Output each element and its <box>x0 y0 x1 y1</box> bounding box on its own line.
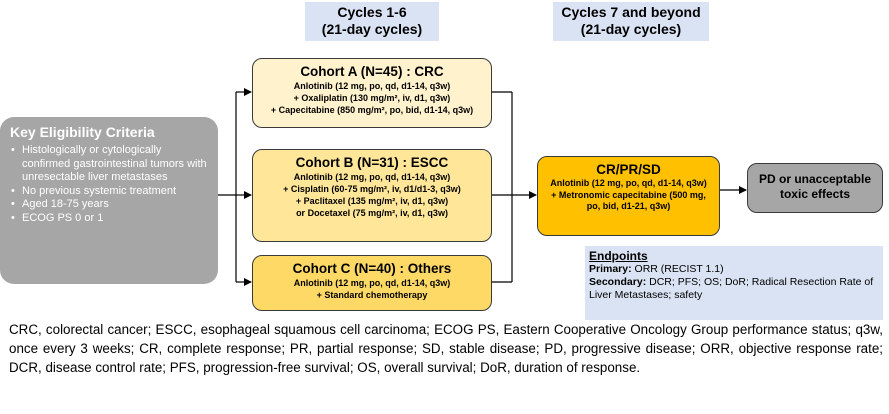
endpoints-box: Endpoints Primary: ORR (RECIST 1.1) Seco… <box>585 246 883 320</box>
eligibility-box: Key Eligibility Criteria Histologically … <box>0 117 218 284</box>
progression-line: toxic effects <box>779 187 851 201</box>
abbreviations-footnote: CRC, colorectal cancer; ESCC, esophageal… <box>9 322 883 376</box>
progression-box: PD or unacceptable toxic effects <box>747 163 883 213</box>
cohort-b-line: + Cisplatin (60-75 mg/m², iv, d1/d1-3, q… <box>283 184 461 194</box>
cohort-c-box: Cohort C (N=40) : Others Anlotinib (12 m… <box>252 255 492 311</box>
cohort-a-line: + Oxaliplatin (130 mg/m², iv, d1, q3w) <box>293 93 451 103</box>
cohort-b-line: Anlotinib (12 mg, po, qd, d1-14, q3w) <box>293 172 451 182</box>
eligibility-title: Key Eligibility Criteria <box>10 124 155 140</box>
cohort-c-title: Cohort C (N=40) : Others <box>292 261 452 276</box>
eligibility-item: Aged 18-75 years <box>11 198 210 212</box>
eligibility-list: Histologically or cytologically confirme… <box>10 144 210 225</box>
response-line: po, bid, d1-21, q3w) <box>586 201 671 211</box>
secondary-text: DCR; PFS; OS; DoR; Radical Resection Rat… <box>589 276 874 301</box>
cohort-c-line: Anlotinib (12 mg, po, qd, d1-14, q3w) <box>293 278 451 288</box>
cohort-a-line: Anlotinib (12 mg, po, qd, d1-14, q3w) <box>293 81 451 91</box>
primary-text: ORR (RECIST 1.1) <box>631 263 724 275</box>
primary-endpoint: Primary: ORR (RECIST 1.1) <box>589 263 880 276</box>
response-box: CR/PR/SD Anlotinib (12 mg, po, qd, d1-14… <box>537 156 720 236</box>
phase-1-subtitle: (21-day cycles) <box>321 21 423 37</box>
cohort-b-line: or Docetaxel (75 mg/m², iv, d1, q3w) <box>296 208 448 218</box>
cohort-a-title: Cohort A (N=45) : CRC <box>300 64 444 79</box>
cohort-b-line: + Paclitaxel (135 mg/m², iv, d1, q3w) <box>295 196 449 206</box>
eligibility-item: ECOG PS 0 or 1 <box>11 212 210 226</box>
phase-cycles-1-6: Cycles 1-6 (21-day cycles) <box>305 2 439 41</box>
phase-2-title: Cycles 7 and beyond <box>561 4 701 20</box>
progression-line: PD or unacceptable <box>758 172 872 186</box>
phase-cycles-7-beyond: Cycles 7 and beyond (21-day cycles) <box>553 2 709 41</box>
cohort-a-box: Cohort A (N=45) : CRC Anlotinib (12 mg, … <box>252 58 492 128</box>
secondary-endpoint: Secondary: DCR; PFS; OS; DoR; Radical Re… <box>589 276 880 302</box>
endpoints-title: Endpoints <box>589 249 648 263</box>
cohort-b-title: Cohort B (N=31) : ESCC <box>295 155 449 170</box>
response-line: Anlotinib (12 mg, po, qd, d1-14, q3w) <box>550 178 707 188</box>
phase-2-subtitle: (21-day cycles) <box>580 21 682 37</box>
cohort-b-box: Cohort B (N=31) : ESCC Anlotinib (12 mg,… <box>252 149 492 242</box>
response-line: + Metronomic capecitabine (500 mg, <box>551 189 706 200</box>
response-title: CR/PR/SD <box>596 162 661 177</box>
eligibility-item: No previous systemic treatment <box>11 185 210 199</box>
cohort-c-line: + Standard chemotherapy <box>316 290 428 300</box>
primary-label: Primary: <box>589 263 632 275</box>
phase-1-title: Cycles 1-6 <box>337 4 407 20</box>
cohort-a-line: + Capecitabine (850 mg/m², po, bid, d1-1… <box>270 105 474 115</box>
secondary-label: Secondary: <box>589 276 647 288</box>
eligibility-item: Histologically or cytologically confirme… <box>11 144 210 185</box>
